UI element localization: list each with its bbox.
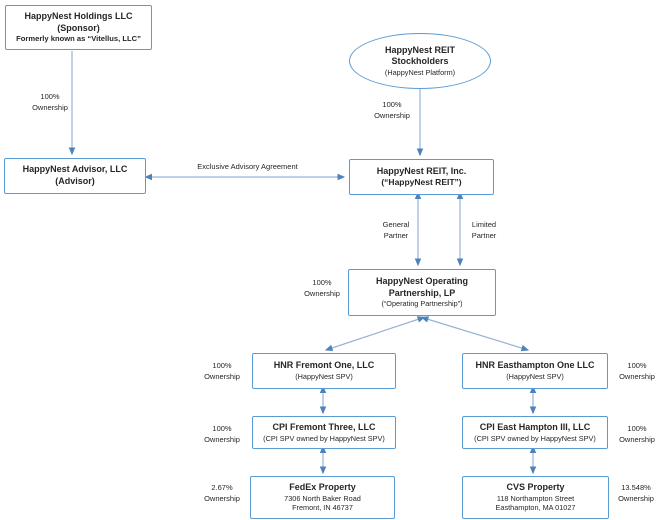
node-subtitle: (HappyNest SPV): [295, 372, 353, 382]
node-operating-partnership: HappyNest Operating Partnership, LP (“Op…: [348, 269, 496, 316]
label-fedex-ownership: 2.67% Ownership: [182, 483, 262, 504]
node-title: HNR Easthampton One LLC: [475, 360, 595, 371]
node-title-2: Partnership, LP: [388, 287, 456, 298]
label-hnr-easthampton-ownership: 100% Ownership: [610, 361, 664, 382]
label-stockholders-reit-ownership: 100% Ownership: [352, 100, 432, 121]
node-title-2: Stockholders: [391, 56, 449, 67]
node-cpi-fremont: CPI Fremont Three, LLC (CPI SPV owned by…: [252, 416, 396, 449]
ownership-caption: Ownership: [204, 371, 240, 381]
node-address-2: Fremont, IN 46737: [292, 503, 353, 513]
label-cpi-fremont-ownership: 100% Ownership: [182, 424, 262, 445]
node-title: HappyNest REIT, Inc.: [376, 165, 467, 176]
partner-line-1: General: [382, 220, 410, 229]
node-fedex-property: FedEx Property 7306 North Baker Road Fre…: [250, 476, 395, 519]
ownership-caption: Ownership: [619, 434, 655, 444]
label-general-partner: General Partner: [366, 220, 426, 241]
node-subtitle: (Advisor): [55, 176, 95, 186]
node-subtitle: (Sponsor): [57, 22, 100, 33]
connector-operating-hnr-easthampton: [420, 316, 530, 352]
node-title: HappyNest Holdings LLC: [24, 10, 133, 21]
node-hnr-easthampton: HNR Easthampton One LLC (HappyNest SPV): [462, 353, 608, 389]
node-title: HNR Fremont One, LLC: [273, 360, 375, 371]
connector-operating-hnr-fremont: [324, 316, 426, 352]
node-subtitle: (HappyNest SPV): [506, 372, 564, 382]
node-subtitle: (“HappyNest REIT”): [381, 177, 462, 188]
node-cpi-easthampton: CPI East Hampton III, LLC (CPI SPV owned…: [462, 416, 608, 449]
ownership-caption: Ownership: [619, 371, 655, 381]
node-title: CPI East Hampton III, LLC: [479, 421, 591, 432]
ownership-caption: Ownership: [618, 493, 654, 503]
node-cvs-property: CVS Property 118 Northampton Street East…: [462, 476, 609, 519]
node-hnr-fremont: HNR Fremont One, LLC (HappyNest SPV): [252, 353, 396, 389]
node-subtitle: (CPI SPV owned by HappyNest SPV): [263, 433, 385, 443]
node-title: HappyNest REIT: [384, 44, 455, 55]
ownership-caption: Ownership: [204, 434, 240, 444]
node-note: Formerly known as “Vitellus, LLC”: [16, 34, 141, 44]
ownership-caption: Ownership: [374, 110, 410, 120]
node-title: HappyNest Advisor, LLC: [22, 164, 128, 175]
ownership-value: 100%: [382, 100, 402, 109]
node-subtitle: (CPI SPV owned by HappyNest SPV): [474, 433, 596, 443]
node-subtitle: (“Operating Partnership”): [381, 299, 463, 309]
ownership-value: 100%: [627, 424, 647, 433]
node-reit: HappyNest REIT, Inc. (“HappyNest REIT”): [349, 159, 494, 195]
ownership-value: 100%: [40, 92, 60, 101]
ownership-value: 2.67%: [211, 483, 233, 492]
ownership-caption: Ownership: [204, 493, 240, 503]
node-address-1: 7306 North Baker Road: [284, 493, 361, 503]
label-hnr-fremont-ownership: 100% Ownership: [182, 361, 262, 382]
label-operating-ownership: 100% Ownership: [292, 278, 352, 299]
ownership-value: 100%: [312, 278, 332, 287]
node-address-1: 118 Northampton Street: [496, 493, 575, 503]
ownership-caption: Ownership: [304, 288, 340, 298]
partner-line-1: Limited: [471, 220, 497, 229]
node-subtitle: (HappyNest Platform): [384, 67, 456, 77]
label-limited-partner: Limited Partner: [454, 220, 514, 241]
label-advisory-agreement: Exclusive Advisory Agreement: [155, 162, 340, 173]
ownership-caption: Ownership: [32, 102, 68, 112]
node-title: CVS Property: [506, 482, 565, 493]
ownership-value: 13.548%: [621, 483, 651, 492]
node-holdings: HappyNest Holdings LLC (Sponsor) Formerl…: [5, 5, 152, 50]
partner-line-2: Partner: [471, 230, 497, 240]
node-title: HappyNest Operating: [375, 276, 469, 287]
label-holdings-advisor-ownership: 100% Ownership: [10, 92, 90, 113]
node-title: CPI Fremont Three, LLC: [272, 421, 376, 432]
ownership-value: 100%: [212, 424, 232, 433]
ownership-value: 100%: [212, 361, 232, 370]
agreement-text: Exclusive Advisory Agreement: [197, 162, 298, 171]
node-address-2: Easthampton, MA 01027: [495, 503, 576, 513]
node-advisor: HappyNest Advisor, LLC (Advisor): [4, 158, 146, 194]
label-cvs-ownership: 13.548% Ownership: [608, 483, 664, 504]
ownership-value: 100%: [627, 361, 647, 370]
label-cpi-easthampton-ownership: 100% Ownership: [610, 424, 664, 445]
partner-line-2: Partner: [383, 230, 409, 240]
node-title: FedEx Property: [289, 482, 356, 493]
node-stockholders: HappyNest REIT Stockholders (HappyNest P…: [349, 33, 491, 89]
